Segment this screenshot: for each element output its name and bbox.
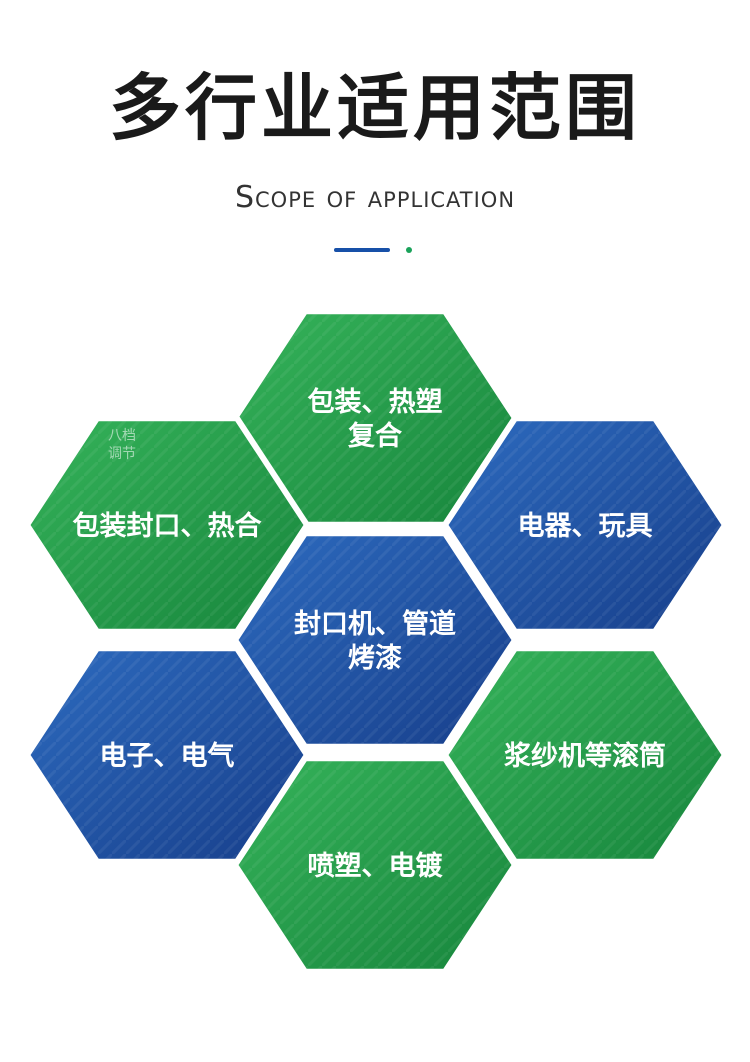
hex-label: 浆纱机等滚筒	[504, 740, 666, 772]
hex-photo-texture	[31, 421, 303, 629]
hex-label: 复合	[348, 420, 402, 452]
hex-tile-appliances-toys: 电器、玩具	[441, 415, 729, 635]
hex-tile-packaging-sealing: 包装封口、热合	[23, 415, 311, 635]
photo-dial-label: 调节	[108, 446, 136, 462]
divider-bar	[334, 248, 390, 252]
hex-label: 包装、热塑	[308, 386, 443, 418]
hex-photo-texture	[31, 651, 303, 859]
photo-dial-label: 八档	[108, 428, 136, 444]
hex-label: 封口机、管道	[294, 608, 456, 640]
hex-label: 烤漆	[348, 643, 402, 674]
hex-tile-sizing-rollers: 浆纱机等滚筒	[441, 645, 729, 865]
hex-tile-spray-plating: 喷塑、电镀	[231, 755, 519, 975]
hex-tile-electronics-electrical: 电子、电气	[23, 645, 311, 865]
hex-photo-texture	[449, 421, 721, 629]
hex-photo-texture	[239, 761, 511, 969]
page-subtitle: Scope of application	[234, 180, 516, 215]
hex-label: 喷塑、电镀	[308, 851, 444, 882]
divider-dot	[406, 247, 412, 253]
hex-photo-texture	[449, 651, 721, 859]
hex-label: 包装封口、热合	[73, 510, 262, 542]
page-title: 多行业适用范围	[108, 66, 641, 150]
hex-photo-texture	[239, 314, 511, 522]
hex-label: 电器、玩具	[518, 511, 653, 542]
hex-label: 电子、电气	[100, 741, 235, 772]
hex-photo-texture	[239, 536, 511, 744]
